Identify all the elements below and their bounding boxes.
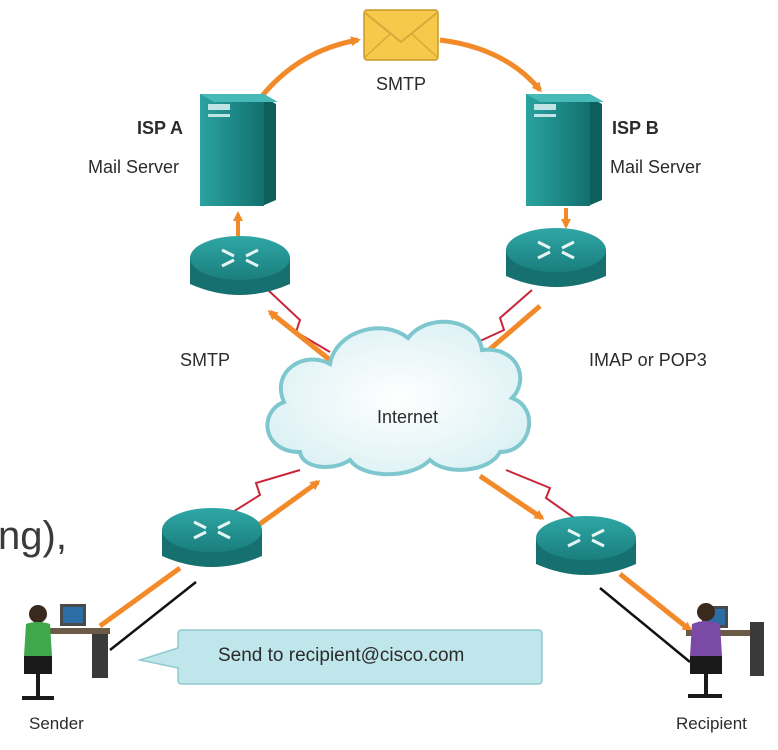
smtp-left-label: SMTP [180, 350, 231, 370]
envelope-icon [363, 9, 439, 61]
server-icon [526, 94, 604, 206]
wan-link [505, 469, 581, 523]
router-icon [536, 516, 636, 575]
wan-link [267, 289, 331, 353]
recipient-label: Recipient [676, 714, 747, 733]
smtp-arrow-to-envelope [260, 36, 361, 98]
router-icon [162, 508, 262, 567]
user-workstation-icon [686, 603, 764, 698]
internet-label: Internet [377, 407, 439, 427]
partial-overlay-text: ng), [0, 514, 67, 558]
isp-b-label: ISP B [612, 118, 659, 138]
sender-label: Sender [29, 714, 84, 733]
router-icon [506, 228, 606, 287]
isp-b-role-label: Mail Server [610, 157, 702, 177]
isp-a-role-label: Mail Server [88, 157, 180, 177]
smtp-top-label: SMTP [376, 74, 427, 94]
isp-a-label: ISP A [137, 118, 184, 138]
cloud-icon [265, 319, 531, 477]
wan-link [219, 469, 301, 521]
smtp-arrow-from-envelope [439, 37, 542, 93]
callout-text: Send to recipient@cisco.com [218, 645, 465, 666]
router-icon [190, 236, 290, 295]
server-icon [200, 94, 278, 206]
user-workstation-icon [22, 604, 110, 700]
callout-bubble [137, 629, 543, 685]
imap-pop3-label: IMAP or POP3 [589, 350, 707, 370]
